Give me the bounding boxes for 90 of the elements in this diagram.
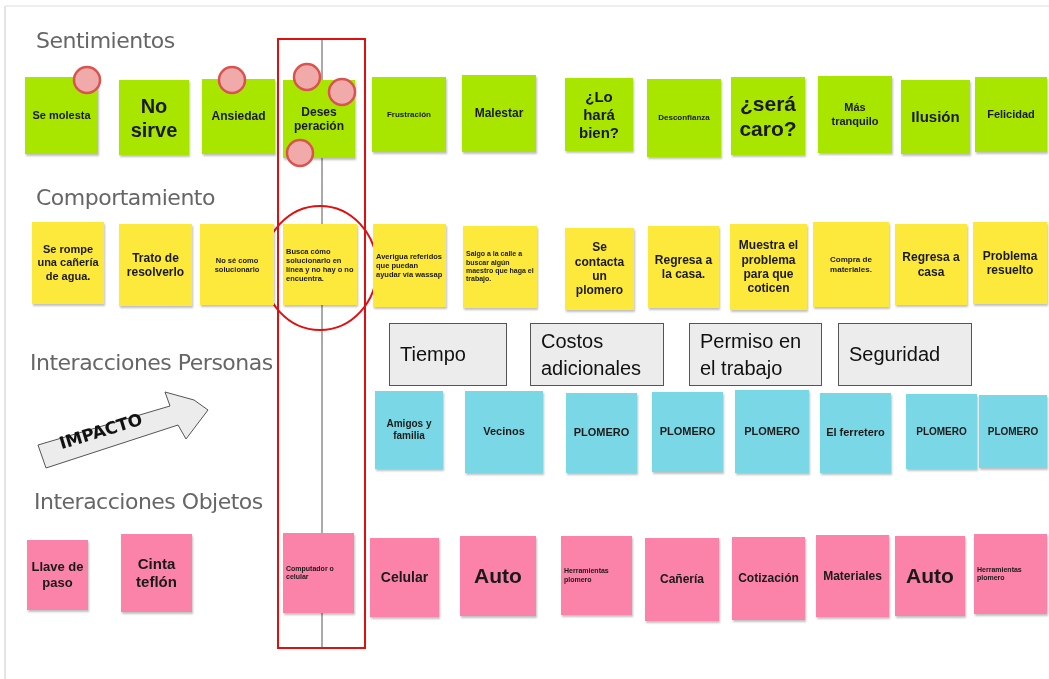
object-note: [121, 534, 192, 612]
factor-text: Tiempo: [400, 342, 466, 367]
behavior-note: [973, 222, 1047, 304]
person-note: [735, 390, 809, 473]
note-text: PLOMERO: [987, 425, 1039, 438]
behavior-note: [730, 224, 807, 310]
behavior-note: [813, 222, 889, 307]
note-text: Auto: [906, 563, 954, 589]
note-text: PLOMERO: [573, 426, 630, 440]
note-text: Materiales: [823, 568, 882, 584]
note-text: ¿será caro?: [738, 90, 798, 142]
note-text: Trato de resolverlo: [125, 250, 186, 280]
factor-text: Seguridad: [849, 342, 941, 367]
note-text: Celular: [380, 569, 429, 586]
note-text: Ilusión: [911, 108, 960, 126]
note-text: Problema resuelto: [981, 248, 1039, 278]
note-text: Desconfianza: [658, 113, 710, 123]
object-note: [561, 536, 632, 615]
note-text: Muestra el problema para que coticen: [737, 238, 800, 296]
behavior-note: [283, 224, 357, 305]
object-note: [27, 540, 88, 610]
object-note: [816, 535, 889, 617]
person-note: [566, 393, 637, 473]
note-text: Amigos y familia: [385, 418, 433, 442]
factor-box: [530, 323, 664, 386]
section-heading: Comportamiento: [36, 185, 215, 210]
section-heading: Interacciones Objetos: [34, 489, 263, 514]
object-note: [645, 538, 719, 621]
object-note: [370, 538, 439, 617]
note-text: PLOMERO: [744, 424, 800, 439]
note-text: Vecinos: [483, 425, 525, 439]
feeling-note: [818, 76, 892, 153]
person-note: [979, 395, 1047, 468]
note-text: Cotización: [738, 571, 799, 586]
feeling-note: [565, 78, 633, 151]
behavior-note: [648, 226, 719, 308]
note-text: Compra de materiales.: [829, 254, 873, 275]
section-heading: Interacciones Personas: [30, 350, 273, 375]
note-text: Deses peración: [293, 104, 345, 134]
note-text: Malestar: [474, 106, 524, 121]
factor-box: [389, 323, 507, 386]
note-text: Regresa a la casa.: [653, 252, 714, 282]
feeling-note: [372, 77, 446, 152]
object-note: [283, 533, 354, 613]
feeling-note: [462, 75, 536, 152]
feeling-note: [119, 80, 189, 155]
note-text: Cañería: [660, 572, 704, 587]
factor-box: [838, 323, 972, 386]
person-note: [906, 394, 977, 469]
behavior-note: [895, 224, 967, 305]
note-text: Regresa a casa: [901, 250, 961, 279]
object-note: [460, 536, 536, 616]
note-text: PLOMERO: [916, 425, 967, 438]
feeling-note: [647, 79, 721, 157]
feeling-note: [731, 77, 805, 155]
feeling-note: [202, 79, 275, 154]
note-text: ¿Lo hará bien?: [578, 87, 620, 142]
behavior-note: [565, 228, 634, 310]
behavior-note: [200, 224, 274, 305]
note-text: El ferretero: [826, 426, 885, 440]
note-text: Cinta teflón: [135, 555, 178, 591]
note-text: Se rompe una cañería de agua.: [36, 243, 100, 283]
note-text: Auto: [474, 563, 522, 589]
object-note: [974, 534, 1047, 614]
behavior-note: [373, 224, 446, 307]
person-note: [652, 392, 723, 472]
object-note: [732, 537, 805, 620]
note-text: No sirve: [129, 93, 179, 142]
note-text: Felicidad: [987, 107, 1035, 122]
behavior-note: [119, 224, 192, 306]
factor-box: [689, 323, 822, 386]
factor-text: Costos adicionales: [541, 328, 643, 381]
note-text: Llave de paso: [30, 559, 85, 591]
note-text: PLOMERO: [659, 425, 716, 439]
note-text: Frustración: [387, 109, 431, 120]
feeling-note: [25, 77, 98, 154]
section-heading: Sentimientos: [36, 28, 175, 53]
note-text: Más tranquilo: [830, 101, 880, 128]
person-note: [465, 391, 543, 473]
person-note: [820, 393, 891, 473]
note-text: Se contacta un plomero: [573, 240, 626, 298]
person-note: [375, 391, 443, 469]
factor-text: Permiso en el trabajo: [700, 328, 803, 381]
feeling-note: [975, 77, 1047, 152]
note-text: Se molesta: [32, 108, 91, 123]
behavior-note: [463, 226, 537, 308]
note-text: Ansiedad: [211, 109, 266, 124]
feeling-note: [901, 80, 970, 154]
behavior-note: [32, 222, 104, 304]
object-note: [895, 536, 965, 616]
